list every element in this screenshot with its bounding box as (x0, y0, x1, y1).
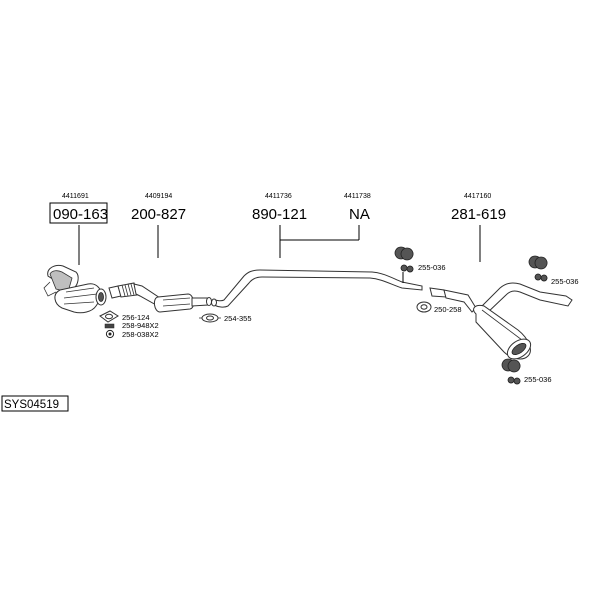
intermediate-pipe[interactable] (211, 269, 423, 308)
part-oe-number: 4411736 (265, 193, 292, 200)
accessory-label[interactable]: 258-948X2 (122, 321, 159, 330)
part-oe-number: 4411691 (62, 193, 89, 200)
hanger-icon (394, 246, 414, 273)
accessory-label[interactable]: 255-036 (524, 375, 552, 384)
bolt-icon (104, 323, 115, 329)
part-number[interactable]: 890-121 (252, 206, 307, 223)
hanger-icon (528, 255, 548, 282)
system-code: SYS04519 (4, 399, 59, 411)
accessory-label[interactable]: 258-038X2 (122, 330, 159, 339)
catalytic-converter[interactable] (43, 265, 107, 314)
gasket-icon (99, 310, 119, 323)
part-oe-number: 4411738 (344, 193, 371, 200)
hanger-icon (501, 358, 521, 385)
front-pipe[interactable] (108, 282, 212, 313)
part-number[interactable]: 200-827 (131, 206, 186, 223)
accessory-label[interactable]: 256-124 (122, 313, 150, 322)
nut-icon (105, 329, 115, 339)
rear-silencer[interactable] (429, 282, 573, 363)
accessory-label[interactable]: 255-036 (418, 263, 446, 272)
clamp-icon (416, 301, 432, 313)
clamp-icon (199, 313, 221, 323)
part-number[interactable]: 090-163 (53, 206, 108, 223)
part-oe-number: 4409194 (145, 193, 172, 200)
highlight-box (49, 202, 108, 224)
accessory-label[interactable]: 250-258 (434, 305, 462, 314)
system-code-box (1, 395, 69, 412)
part-oe-number: 4417160 (464, 193, 491, 200)
accessory-label[interactable]: 254-355 (224, 314, 252, 323)
accessory-label[interactable]: 255-036 (551, 277, 579, 286)
part-number[interactable]: NA (349, 206, 370, 223)
part-number[interactable]: 281-619 (451, 206, 506, 223)
